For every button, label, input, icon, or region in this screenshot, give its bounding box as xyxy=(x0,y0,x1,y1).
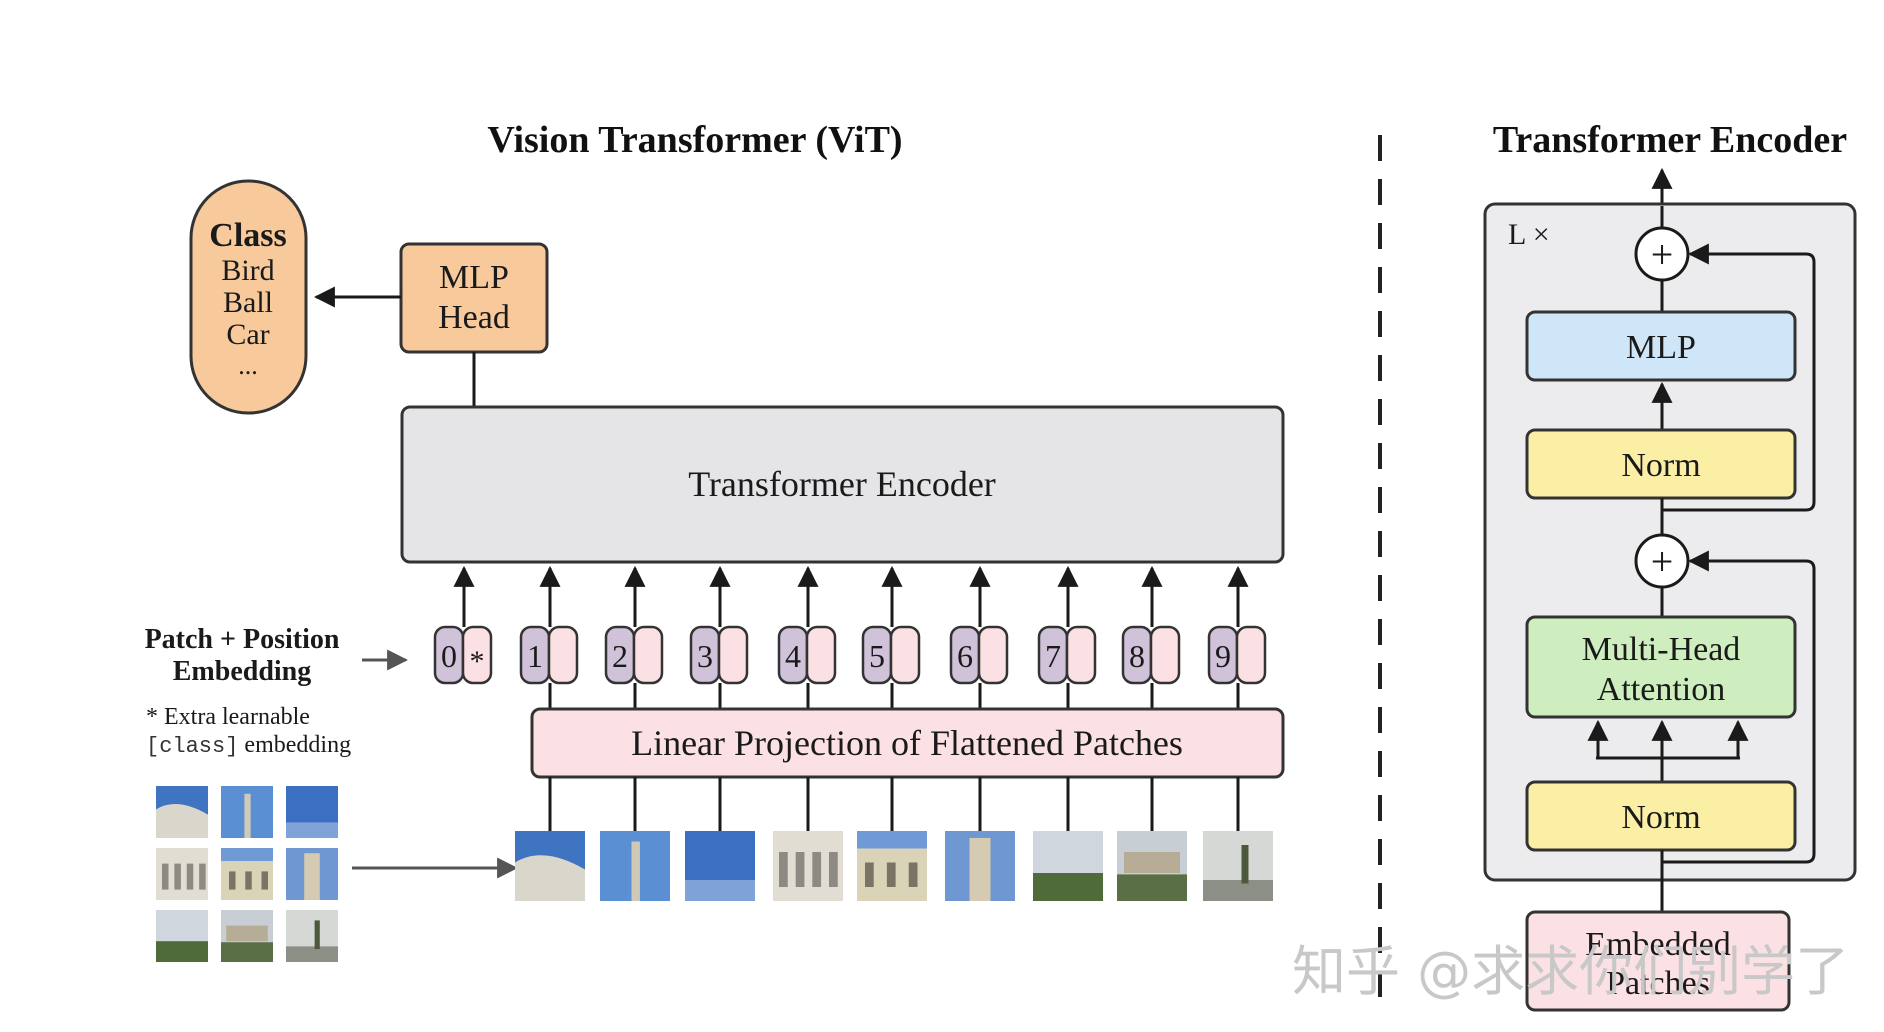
grid-patch-tile xyxy=(286,786,338,838)
token-embedding-cell xyxy=(632,625,664,685)
token-index-label: 5 xyxy=(869,638,885,674)
encoder-block-title: Transformer Encoder xyxy=(1493,119,1847,161)
token-index-label: 9 xyxy=(1215,638,1231,674)
repeat-label: L × xyxy=(1508,218,1550,251)
token-index-label: 3 xyxy=(697,638,713,674)
linear-projection-label: Linear Projection of Flattened Patches xyxy=(631,723,1183,763)
embedded-patches-block xyxy=(1525,910,1791,1012)
token-row: 0 * 1 2 3 4 5 6 7 8 9 xyxy=(433,565,1267,709)
residual-connection-top xyxy=(1662,243,1816,512)
embedded-patches-line1: Embedded xyxy=(1585,926,1730,963)
extra-note-line2: [class] embedding xyxy=(146,732,351,759)
token-index-label: 0 xyxy=(441,638,457,674)
token-index-label: 7 xyxy=(1045,638,1061,674)
token-embedding-cell xyxy=(1149,625,1181,685)
token-embedding-cell xyxy=(977,625,1009,685)
flattened-patch-tile xyxy=(857,831,927,901)
projection-input-lines xyxy=(548,777,1240,831)
token-index-label: 1 xyxy=(527,638,543,674)
multi-head-attention-block xyxy=(1525,615,1797,719)
class-item-bird: Bird xyxy=(221,254,274,287)
class-item-more: ... xyxy=(238,351,258,380)
grid-patch-tile xyxy=(286,910,338,962)
encoder-norm-top-label: Norm xyxy=(1621,447,1700,484)
flattened-patch-tile xyxy=(773,831,843,901)
flattened-patch-tile xyxy=(945,831,1015,901)
token-embedding-cell xyxy=(717,625,749,685)
add-symbol-top: + xyxy=(1651,232,1674,277)
embedded-patches-line2: Patches xyxy=(1606,965,1710,1002)
grid-patch-tile xyxy=(156,910,208,962)
grid-patch-tile xyxy=(221,786,273,838)
class-heading: Class xyxy=(209,217,286,254)
token-embedding-cell xyxy=(1065,625,1097,685)
grid-patch-tile xyxy=(221,910,273,962)
token-embedding-cell xyxy=(889,625,921,685)
linear-projection-box xyxy=(530,707,1285,779)
attention-label-line2: Attention xyxy=(1597,671,1725,708)
watermark-text: 知乎 @求求你们别学了 xyxy=(1292,940,1849,1003)
flattened-patch-tile xyxy=(685,831,755,901)
flattened-patch-tile xyxy=(515,831,585,901)
flattened-patch-tile xyxy=(1203,831,1273,901)
grid-patch-tile xyxy=(156,786,208,838)
encoder-mlp-block xyxy=(1525,310,1797,382)
grid-patch-tile xyxy=(221,848,273,900)
token-index-label: 2 xyxy=(612,638,628,674)
flattened-patch-row xyxy=(515,831,1273,901)
token-embedding-cell xyxy=(1235,625,1267,685)
token-index-label: 6 xyxy=(957,638,973,674)
token-index-label: 4 xyxy=(785,638,801,674)
extra-note-line1: * Extra learnable xyxy=(146,704,310,730)
grid-patch-tile xyxy=(286,848,338,900)
attention-label-line1: Multi-Head xyxy=(1582,631,1741,668)
flattened-patch-tile xyxy=(1117,831,1187,901)
class-box xyxy=(189,179,308,415)
mlp-head-line1: MLP xyxy=(439,259,509,296)
image-patch-grid xyxy=(156,786,338,962)
patch-embedding-label-line2: Embedding xyxy=(173,656,312,687)
flattened-patch-tile xyxy=(1033,831,1103,901)
class-item-ball: Ball xyxy=(223,286,273,319)
token-embedding-cell xyxy=(547,625,579,685)
patch-embedding-label-line1: Patch + Position xyxy=(145,624,340,655)
class-item-car: Car xyxy=(226,318,269,351)
transformer-encoder-box xyxy=(400,405,1285,564)
token-index-label: 8 xyxy=(1129,638,1145,674)
transformer-encoder-label: Transformer Encoder xyxy=(688,464,996,504)
vit-title: Vision Transformer (ViT) xyxy=(487,119,902,161)
mlp-head-line2: Head xyxy=(438,299,510,336)
residual-connection-bottom xyxy=(1662,550,1816,864)
encoder-mlp-label: MLP xyxy=(1626,329,1696,366)
add-symbol-middle: + xyxy=(1651,539,1674,584)
flattened-patch-tile xyxy=(600,831,670,901)
encoder-norm-bottom-label: Norm xyxy=(1621,799,1700,836)
grid-patch-tile xyxy=(156,848,208,900)
token-embedding-cell xyxy=(805,625,837,685)
class-token-marker: * xyxy=(470,645,485,678)
token-embedding-cell xyxy=(461,625,493,685)
